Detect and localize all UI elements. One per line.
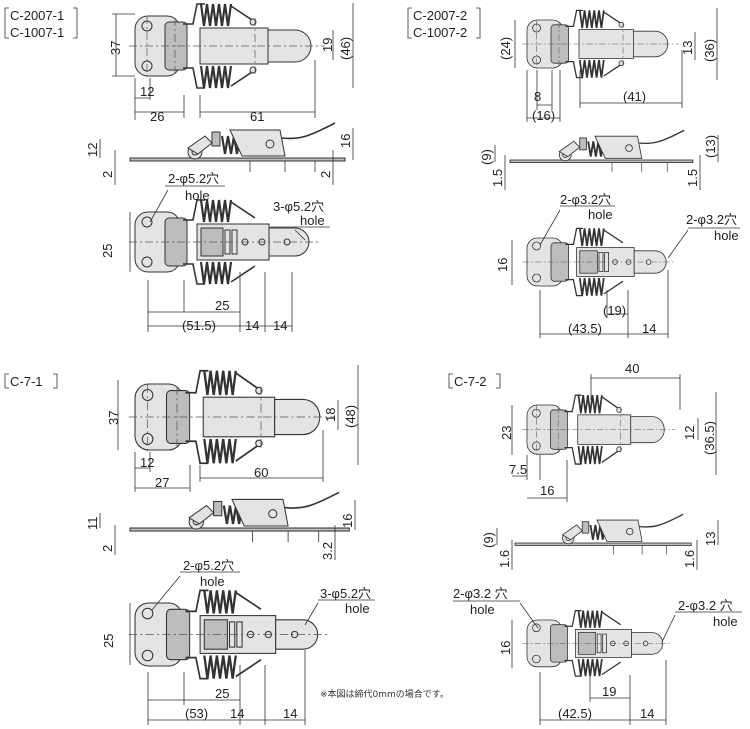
dim-25: 25	[215, 298, 229, 313]
callout-2-hole-5-2: 2-φ5.2穴	[168, 171, 219, 186]
dim-37: 37	[106, 411, 121, 425]
dim-16: (16)	[532, 108, 555, 123]
model-code-c2007-2: C-2007-2	[413, 8, 467, 23]
dim-14: 14	[640, 706, 654, 721]
callout-hole-en: hole	[300, 213, 325, 228]
q4-top-view: 40 23 12 (36.5) 7.5 16	[499, 361, 717, 502]
dim-1-6-left: 1.6	[497, 550, 512, 568]
callout-hole-en: hole	[185, 188, 210, 203]
q1-bottom-view: 2-φ5.2穴 hole 3-φ5.2穴 hole 25 25 (51.5) 1…	[100, 171, 330, 333]
model-code-c7-1: C-7-1	[10, 374, 43, 389]
dim-9: (9)	[479, 149, 494, 165]
q3-bottom-view: 2-φ5.2穴 hole 3-φ5.2穴 hole 25 25 (53) 14 …	[101, 558, 449, 725]
dim-12: 12	[682, 426, 697, 440]
dim-23: 23	[499, 426, 514, 440]
dim-16: 16	[540, 483, 554, 498]
dim-19: 19	[320, 38, 335, 52]
dim-14-a: 14	[245, 318, 259, 333]
callout-3-hole-5-2: 3-φ5.2穴	[273, 199, 324, 214]
dim-37: 37	[108, 41, 123, 55]
dim-1-5-left: 1.5	[490, 169, 505, 187]
dim-27: 27	[155, 475, 169, 490]
dim-14-b: 14	[283, 706, 297, 721]
callout-3-hole-5-2: 3-φ5.2穴	[320, 586, 371, 601]
dim-25-vertical: 25	[100, 244, 115, 258]
dim-8: 8	[534, 89, 541, 104]
model-code-c1007-2: C-1007-2	[413, 25, 467, 40]
dim-43-5: (43.5)	[568, 321, 602, 336]
model-label-q2: C-2007-2 C-1007-2	[407, 7, 481, 40]
q2-top-view: (24) 8 (16) (41) 13 (36)	[498, 8, 718, 123]
callout-hole-en: hole	[470, 602, 495, 617]
callout-2-hole-5-2: 2-φ5.2穴	[183, 558, 234, 573]
dim-13: 13	[680, 41, 695, 55]
dim-53: (53)	[185, 706, 208, 721]
dim-51-5: (51.5)	[182, 318, 216, 333]
dim-2-side-right: 2	[318, 171, 333, 178]
model-code-c7-2: C-7-2	[454, 374, 487, 389]
callout-2-hole-3-2-b: 2-φ3.2穴	[686, 212, 737, 227]
callout-2-hole-3-2-a: 2-φ3.2 穴	[453, 586, 508, 601]
dim-16-vertical: 16	[495, 258, 510, 272]
dim-14: 14	[642, 321, 656, 336]
dim-19: (19)	[603, 303, 626, 318]
dim-12: 12	[140, 455, 154, 470]
dim-12-side: 12	[85, 143, 100, 157]
dim-1-6-right: 1.6	[682, 550, 697, 568]
dim-42-5: (42.5)	[558, 706, 592, 721]
dim-41: (41)	[623, 89, 646, 104]
dim-36-5: (36.5)	[702, 421, 717, 455]
dim-12: 12	[140, 84, 154, 99]
dim-7-5: 7.5	[509, 462, 527, 477]
dim-61: 61	[250, 109, 264, 124]
callout-hole-en: hole	[200, 574, 225, 589]
dim-1-5-right: 1.5	[685, 169, 700, 187]
dim-40: 40	[625, 361, 639, 376]
callout-hole-en: hole	[714, 228, 739, 243]
model-label-q3: C-7-1	[4, 373, 58, 389]
dim-19: 19	[602, 684, 616, 699]
dim-36: (36)	[702, 39, 717, 62]
dim-46: (46)	[338, 37, 353, 60]
q1-side-view: 12 2 16 2	[85, 121, 354, 185]
dim-16-vertical: 16	[498, 641, 513, 655]
dim-25: 25	[215, 686, 229, 701]
dim-25-vertical: 25	[101, 634, 116, 648]
q2-side-view: (9) 1.5 (13) 1.5	[479, 129, 719, 190]
dim-13-side: (13)	[703, 135, 718, 158]
dim-2-side-left: 2	[100, 171, 115, 178]
callout-hole-en: hole	[345, 601, 370, 616]
dim-24: (24)	[498, 37, 513, 60]
callout-hole-en: hole	[713, 614, 738, 629]
dim-48: (48)	[343, 405, 358, 428]
dim-16-side: 16	[340, 514, 355, 528]
q3-side-view: 11 2 16 3.2	[85, 491, 356, 560]
q4-bottom-view: 2-φ3.2 穴 hole 2-φ3.2 穴 hole 16 19 (42.5)…	[453, 586, 742, 725]
dim-2: 2	[100, 545, 115, 552]
callout-2-hole-3-2-b: 2-φ3.2 穴	[678, 598, 733, 613]
q2-bottom-view: 2-φ3.2穴 hole 2-φ3.2穴 hole 16 (19) (43.5)…	[495, 192, 740, 338]
model-label-q1: C-2007-1 C-1007-1	[4, 7, 78, 40]
dim-18: 18	[323, 408, 338, 422]
dim-9: (9)	[481, 532, 496, 548]
callout-2-hole-3-2-a: 2-φ3.2穴	[560, 192, 611, 207]
dim-3-2: 3.2	[320, 542, 335, 560]
dim-26: 26	[150, 109, 164, 124]
dim-13-side: 13	[703, 532, 718, 546]
dim-14-a: 14	[230, 706, 244, 721]
model-code-c2007-1: C-2007-1	[10, 8, 64, 23]
model-code-c1007-1: C-1007-1	[10, 25, 64, 40]
model-label-q4: C-7-2	[448, 373, 501, 389]
dim-16-side: 16	[338, 134, 353, 148]
dim-11: 11	[85, 517, 100, 531]
q4-side-view: (9) 13 1.6 1.6	[481, 513, 719, 570]
dim-14-b: 14	[273, 318, 287, 333]
q1-top-view: 37 12 26 61 19 (46)	[108, 2, 354, 124]
drawing-note: ※本図は締代0mmの場合です。	[320, 688, 449, 700]
q3-top-view: 37 12 27 60 18 (48)	[106, 365, 359, 492]
dim-60: 60	[254, 465, 268, 480]
callout-hole-en: hole	[588, 207, 613, 222]
